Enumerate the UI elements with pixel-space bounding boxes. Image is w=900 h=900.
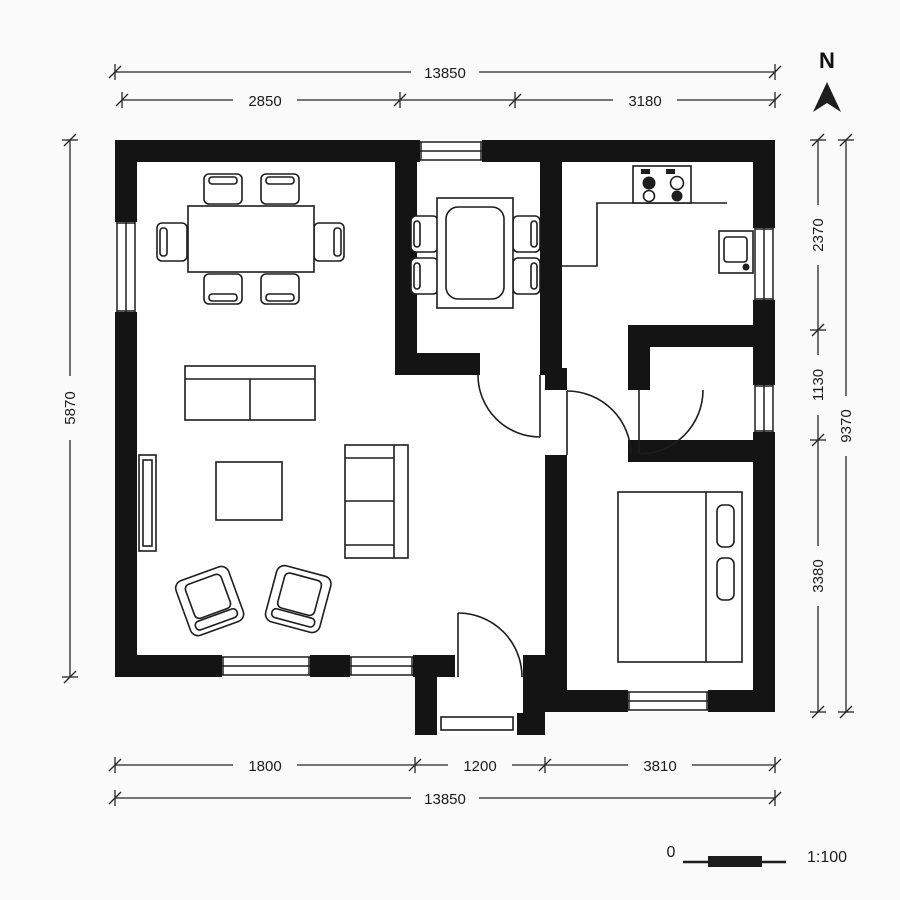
- dim-top-left-segment: 2850: [248, 93, 281, 110]
- north-indicator: N: [813, 48, 841, 112]
- window-bottom-living-1: [222, 655, 310, 677]
- armchair-right: [264, 564, 332, 634]
- window-right-kitchen: [753, 228, 775, 300]
- sofa: [184, 365, 316, 421]
- window-bottom-bedroom: [628, 690, 708, 712]
- entrance-door-panel: [437, 713, 517, 735]
- dim-right-upper: 2370: [810, 218, 827, 251]
- dim-bottom-right-segment: 3810: [643, 758, 676, 775]
- scale-zero-label: 0: [667, 844, 676, 861]
- dining-table-living: [156, 173, 345, 305]
- pillow: [716, 557, 735, 601]
- wall-hall-stub: [628, 347, 650, 390]
- armchair-left: [174, 565, 245, 637]
- scale-ratio-label: 1:100: [807, 849, 847, 866]
- furniture-living-room: [138, 173, 409, 637]
- wall-living-dining-divider: [395, 140, 417, 375]
- stove: [632, 165, 692, 204]
- dim-top-right-segment: 3180: [628, 93, 661, 110]
- sideboard: [138, 454, 157, 552]
- window-top-dining: [420, 140, 482, 162]
- door-entrance-to-living: [457, 612, 523, 678]
- dim-top-overall: 13850: [424, 65, 466, 82]
- pillow: [716, 504, 735, 548]
- north-arrow-icon: [813, 82, 841, 112]
- dimensions-right: 2370 1130 3380 9370: [809, 133, 855, 719]
- loveseat: [344, 444, 409, 559]
- bed: [617, 491, 743, 663]
- north-label: N: [819, 48, 835, 73]
- doors: [457, 374, 704, 678]
- dim-bottom-middle-segment: 1200: [463, 758, 496, 775]
- wall-dining-kitchen-divider: [540, 140, 562, 375]
- door-living-to-hall: [566, 390, 632, 456]
- dim-bottom-left-segment: 1800: [248, 758, 281, 775]
- wall-bedroom-top: [628, 440, 775, 462]
- dining-table: [436, 197, 514, 309]
- dim-right-overall: 9370: [838, 409, 855, 442]
- dim-right-middle: 1130: [810, 369, 827, 401]
- dimensions-left: 5870: [61, 133, 79, 684]
- door-hall-to-corridor: [638, 389, 704, 455]
- windows: [115, 140, 775, 735]
- wall-bedroom-west: [545, 455, 567, 712]
- dimensions-bottom: 1800 1200 3810 13850: [108, 756, 782, 808]
- door-dining-to-living: [477, 374, 541, 438]
- window-right-hall: [753, 385, 775, 432]
- dim-left-overall: 5870: [62, 391, 79, 424]
- coffee-table: [215, 461, 283, 521]
- wall-dining-bottom: [395, 353, 480, 375]
- dim-right-lower: 3380: [810, 559, 827, 592]
- wall-left: [115, 140, 137, 677]
- wall-hall-west-stub: [545, 368, 567, 390]
- sink: [718, 230, 754, 274]
- scale-bar: 0 1:100: [667, 844, 847, 867]
- window-bottom-living-2: [350, 655, 413, 677]
- window-left-living: [115, 222, 137, 312]
- scale-bar-block: [708, 856, 762, 867]
- furniture-bedroom: [617, 491, 743, 663]
- dimensions-top: 13850 2850 3180: [108, 63, 782, 110]
- furniture-kitchen: [562, 165, 754, 274]
- furniture-dining-room: [410, 197, 541, 309]
- wall-kitchen-bottom: [628, 325, 775, 347]
- dim-bottom-overall: 13850: [424, 791, 466, 808]
